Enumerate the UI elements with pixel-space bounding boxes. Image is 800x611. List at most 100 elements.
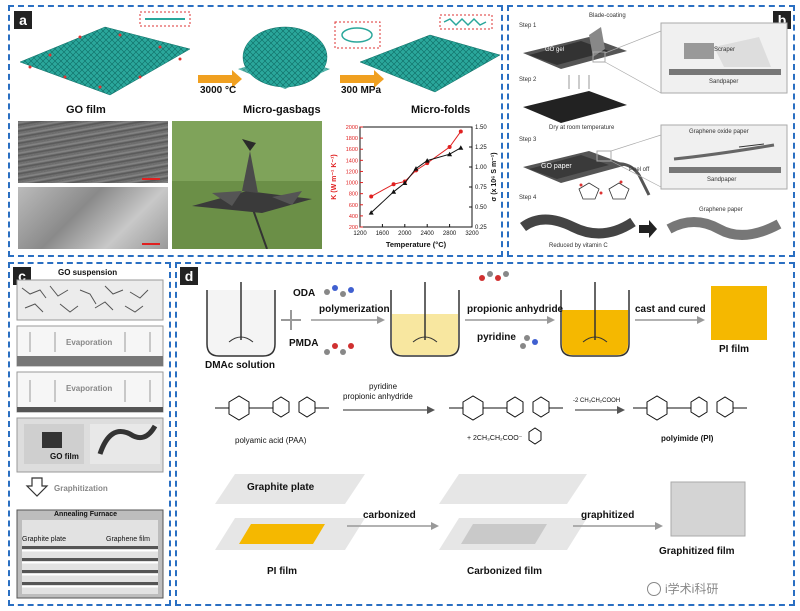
data-point [458,145,464,150]
y-left-tick-label: 1000 [346,181,358,187]
y-left-tick-label: 200 [349,225,358,231]
graphene-paper-process [520,22,788,240]
pi-film-label: PI film [719,344,750,355]
y-left-tick-label: 1400 [346,158,358,164]
origami-crane-photo [172,121,322,249]
scale-bar-top [142,178,160,180]
go-film-photo-label: GO film [50,452,79,461]
go-film-label: GO film [66,104,106,116]
sem-image-bottom [18,187,168,249]
oda-label: ODA [293,288,316,299]
polymerization-label: polymerization [319,304,390,315]
series-line-1 [370,147,462,213]
data-point [368,210,374,215]
y-left-axis-label: K (W m⁻¹ K⁻¹) [331,154,338,200]
byproduct-label: + 2CH₃CH₂COO⁻ [467,435,523,442]
annealing-furnace-label: Annealing Furnace [54,511,118,518]
carbonized-label: carbonized [363,510,416,521]
pi-film-square [711,286,767,340]
cast-and-cured-label: cast and cured [635,304,706,315]
step4-label: Step 4 [519,195,537,201]
scraper-label: Scraper [714,47,736,53]
graphitized-film-label: Graphitized film [659,546,735,557]
dmac-solution-label: DMAc solution [205,360,275,371]
graphite-plate-label: Graphite plate [22,536,66,543]
evaporation-process [16,279,164,599]
panel-a-label: a [14,11,32,29]
sem-image-top [18,121,168,183]
minus-acid-label: -2 CH₃CH₂COOH [573,398,621,404]
graphite-plate-label: Graphite plate [247,482,315,493]
graphene-oxide-paper-label: Graphene oxide paper [689,129,749,135]
plot-frame [359,126,473,228]
x-tick-label: 2800 [443,231,457,237]
pyridine-label: pyridine [477,332,516,343]
sandpaper-label: Sandpaper [709,79,739,85]
data-point [447,145,452,149]
data-point [402,180,408,185]
pi-label: polyimide (PI) [661,434,714,443]
peel-off-label: Peel off [629,167,650,173]
y-left-tick-label: 1200 [346,169,358,175]
rxn-pyridine-label: pyridine [369,382,398,391]
dry-label: Dry at room temperature [549,125,615,131]
watermark-text: i学术i科研 [665,582,719,596]
step3-label: Step 3 [519,137,537,143]
data-point [391,189,397,194]
reduced-label: Reduced by vitamin C [549,243,608,249]
watermark-icon [647,582,661,596]
evaporation2-label: Evaporation [66,384,113,393]
graphitized-label: graphitized [581,510,635,521]
y-right-tick-label: 0.25 [475,225,487,231]
micro-folds-graphic [359,34,501,93]
rxn-propionic-label: propionic anhydride [343,392,413,401]
pi-film-rect [239,524,325,544]
y-right-axis-label: σ (x 10⁶ S m⁻¹) [491,152,498,201]
y-left-tick-label: 1600 [346,147,358,153]
y-right-tick-label: 0.75 [475,185,487,191]
go-gel-label: GO gel [545,47,565,53]
data-point [447,151,453,157]
panel-b: b Step 1 Blade-c [507,5,795,257]
x-tick-label: 2000 [398,231,412,237]
micro-gasbags-label: Micro-gasbags [243,104,321,116]
pmda-label: PMDA [289,338,319,349]
paa-label: polyamic acid (PAA) [235,436,307,445]
propionic-anhydride-label: propionic anhydride [467,304,564,315]
arrow-3000c [198,70,242,88]
y-right-tick-label: 0.50 [475,205,487,211]
y-left-tick-label: 1800 [346,136,358,142]
step2-label: Step 2 [519,77,537,83]
graphene-paper-label: Graphene paper [699,207,743,213]
data-point [458,129,463,134]
x-tick-label: 2400 [421,231,435,237]
y-left-tick-label: 2000 [346,125,358,131]
data-point [369,194,374,199]
pi-film-process [206,271,767,550]
evaporation1-label: Evaporation [66,338,113,347]
graphitized-film-rect [670,481,746,537]
y-left-tick-label: 800 [349,192,358,198]
micro-folds-label: Micro-folds [411,104,471,116]
sandpaper2-label: Sandpaper [707,177,737,183]
panel-a: a 3000 °C 300 MPa GO film [8,5,503,257]
carbonized-film-rect [461,524,547,544]
panel-d-label: d [180,267,198,285]
y-left-tick-label: 600 [349,203,358,209]
data-point [391,182,396,187]
blade-coating-label: Blade-coating [589,13,626,19]
y-right-tick-label: 1.00 [475,165,487,171]
go-paper-label: GO paper [541,163,572,170]
go-film-graphic [19,26,191,96]
go-suspension-label: GO suspension [58,268,118,277]
y-right-tick-label: 1.25 [475,145,487,151]
y-right-tick-label: 1.50 [475,125,487,131]
pi-film-bottom-label: PI film [267,566,298,577]
graphene-film-label: Graphene film [106,536,150,543]
scale-bar-bottom [142,243,160,245]
carbonized-film-label: Carbonized film [467,566,543,577]
x-tick-label: 1600 [376,231,390,237]
go-structure-illustration [19,11,501,96]
panel-d: d [175,262,795,606]
